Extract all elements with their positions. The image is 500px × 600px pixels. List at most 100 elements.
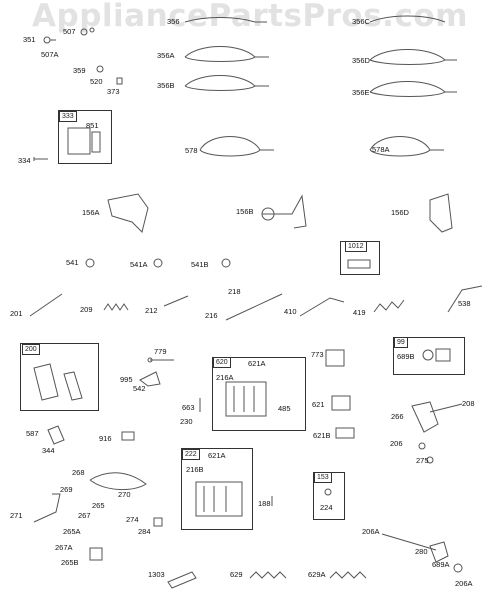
part-label: 216A (216, 373, 234, 382)
part-label: 541A (130, 260, 148, 269)
part-label: 689A (432, 560, 450, 569)
part-label: 224 (320, 503, 333, 512)
part-208-rod-icon (430, 404, 462, 412)
part-222-assembly-icon (196, 482, 242, 516)
part-356-cable-icon (185, 18, 267, 23)
group-label-222: 222 (182, 449, 200, 460)
part-621-bracket-icon (332, 396, 350, 410)
part-label: 351 (23, 35, 36, 44)
part-587-bracket-icon (48, 426, 64, 444)
part-916-clip-icon (122, 432, 134, 440)
part-label: 156D (391, 208, 409, 217)
part-label: 541 (66, 258, 79, 267)
part-label: 621A (208, 451, 226, 460)
part-156D-bracket-icon (430, 194, 452, 232)
part-label: 621A (248, 359, 266, 368)
part-label: 188 (258, 499, 271, 508)
part-275-nut-icon (427, 457, 433, 463)
part-356D-cable-icon (370, 50, 457, 65)
part-label: 266 (391, 412, 404, 421)
group-label-200: 200 (22, 344, 40, 355)
part-label: 209 (80, 305, 93, 314)
part-label: 268 (72, 468, 85, 477)
part-label: 373 (107, 87, 120, 96)
part-label: 265A (63, 527, 81, 536)
part-label: 1303 (148, 570, 165, 579)
part-206A-rod-icon (382, 534, 436, 550)
part-995-bracket-icon (140, 372, 160, 386)
part-224-screw-icon (325, 489, 331, 495)
part-label: 271 (10, 511, 23, 520)
part-label: 629A (308, 570, 326, 579)
part-206-nut-icon (419, 443, 425, 449)
part-label: 578 (185, 146, 198, 155)
part-333-assembly-icon (68, 128, 100, 154)
part-356B-cable-icon (185, 76, 269, 91)
part-label: 356D (352, 56, 370, 65)
group-label-1012: 1012 (345, 241, 367, 252)
part-label: 275 (416, 456, 429, 465)
group-label-99: 99 (394, 337, 408, 348)
part-541A-nut-icon (154, 259, 162, 267)
part-268-cable-icon (90, 473, 146, 490)
part-label: 274 (126, 515, 139, 524)
part-label: 344 (42, 446, 55, 455)
part-578-cable-icon (200, 137, 274, 157)
group-box-620 (212, 357, 306, 431)
part-label: 230 (180, 417, 193, 426)
part-label: 663 (182, 403, 195, 412)
part-label: 851 (86, 121, 99, 130)
part-label: 507 (63, 27, 76, 36)
group-label-620: 620 (213, 357, 231, 368)
part-507-icon (81, 28, 94, 35)
part-label: 216B (186, 465, 204, 474)
part-156B-bracket-icon (262, 196, 306, 228)
part-label: 410 (284, 307, 297, 316)
group-box-200 (20, 343, 99, 411)
part-label: 689B (397, 352, 415, 361)
part-541-nut-icon (86, 259, 94, 267)
part-419-spring-icon (374, 300, 404, 312)
part-538-rod-icon (448, 286, 482, 312)
part-620-assembly-icon (226, 382, 266, 416)
part-629A-spring-icon (330, 572, 366, 578)
part-265B-bracket-icon (90, 548, 102, 560)
part-99-assembly-icon (423, 349, 450, 361)
part-label: 359 (73, 66, 86, 75)
part-label: 541B (191, 260, 209, 269)
part-label: 206A (362, 527, 380, 536)
part-label: 520 (90, 77, 103, 86)
part-label: 485 (278, 404, 291, 413)
part-label: 208 (462, 399, 475, 408)
part-410-rod-icon (300, 298, 344, 316)
part-1303-bracket-icon (168, 572, 196, 588)
part-label: 206A (455, 579, 473, 588)
part-216-rod-icon (226, 294, 282, 320)
part-label: 218 (228, 287, 241, 296)
part-label: 270 (118, 490, 131, 499)
part-label: 356E (352, 88, 370, 97)
part-label: 356 (167, 17, 180, 26)
part-280-bracket-icon (430, 542, 448, 562)
part-541B-nut-icon (222, 259, 230, 267)
part-356A-cable-icon (185, 47, 269, 62)
part-label: 267A (55, 543, 73, 552)
part-373-icon (117, 78, 122, 84)
part-label: 201 (10, 309, 23, 318)
part-label: 356C (352, 17, 370, 26)
part-274-clip-icon (154, 518, 162, 526)
part-label: 356B (157, 81, 175, 90)
part-label: 265 (92, 501, 105, 510)
part-773-bracket-icon (326, 350, 344, 366)
part-label: 916 (99, 434, 112, 443)
part-label: 156B (236, 207, 254, 216)
part-689A-nut-icon (454, 564, 462, 572)
part-271-lever-icon (34, 494, 60, 522)
part-label: 216 (205, 311, 218, 320)
part-359-icon (97, 66, 103, 72)
part-label: 267 (78, 511, 91, 520)
group-label-153: 153 (314, 472, 332, 483)
part-156A-bracket-icon (108, 194, 148, 232)
